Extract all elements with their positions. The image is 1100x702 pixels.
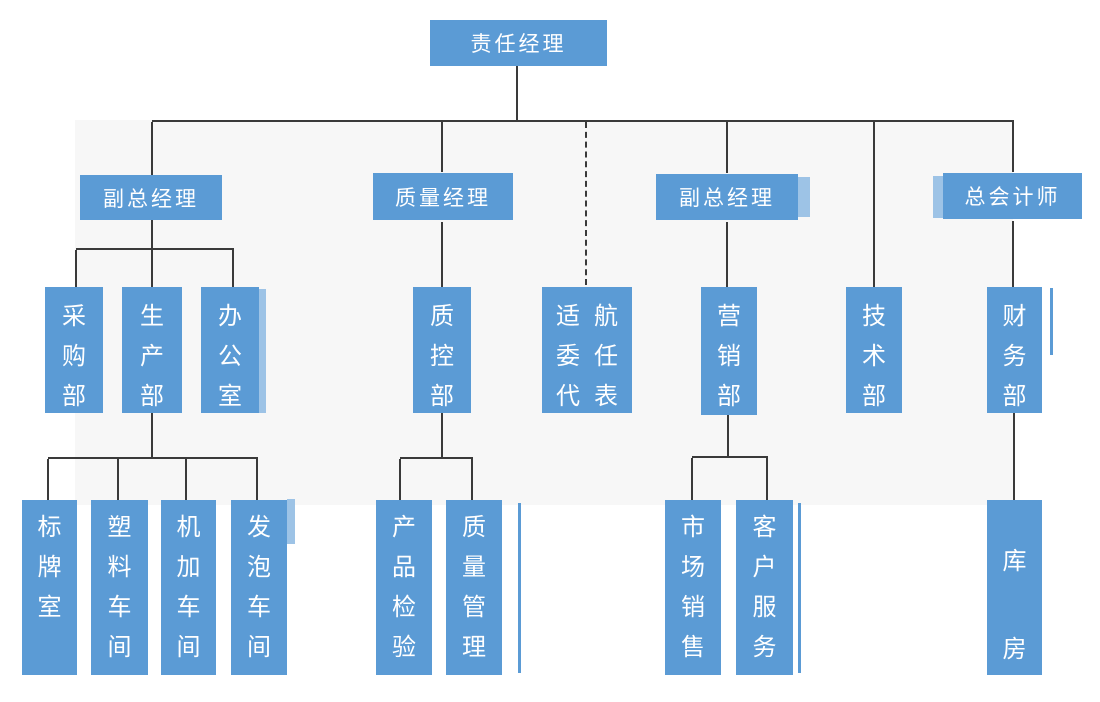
connector	[151, 220, 153, 248]
node-foaming-workshop[interactable]: 发 泡 车 间	[231, 500, 287, 675]
connector	[441, 222, 443, 287]
node-label: 副总经理	[679, 187, 775, 210]
connector	[692, 456, 768, 458]
connector	[399, 459, 401, 500]
connector	[185, 459, 187, 500]
node-label-col2: 航 任 表	[594, 303, 618, 410]
connector	[726, 222, 728, 287]
connector	[75, 250, 77, 287]
connector	[400, 457, 473, 459]
ghost-shape-accent	[933, 176, 943, 218]
connector	[727, 415, 729, 456]
node-chief-accountant[interactable]: 总会计师	[943, 173, 1082, 219]
connector	[1013, 413, 1015, 500]
accent-line	[1050, 288, 1053, 355]
node-customer-service[interactable]: 客 户 服 务	[736, 500, 793, 675]
node-root[interactable]: 责任经理	[430, 20, 607, 66]
connector	[1012, 122, 1014, 172]
node-label: 技 术 部	[862, 303, 886, 410]
node-office[interactable]: 办 公 室	[201, 287, 259, 413]
node-label: 标 牌 室	[37, 514, 62, 621]
node-label-col1: 适 委 代	[556, 303, 580, 410]
node-production[interactable]: 生 产 部	[122, 287, 182, 413]
connector	[516, 66, 518, 121]
node-label: 质 量 管 理	[462, 514, 486, 661]
node-label: 产 品 检 验	[392, 514, 416, 661]
connector	[873, 122, 875, 287]
connector	[76, 248, 234, 250]
connector	[441, 122, 443, 172]
node-label: 库 房	[1002, 548, 1027, 663]
node-label: 办 公 室	[218, 303, 242, 410]
connector	[726, 122, 728, 173]
node-label: 生 产 部	[140, 303, 164, 410]
node-sign-room[interactable]: 标 牌 室	[22, 500, 77, 675]
connector	[151, 122, 153, 175]
connector	[152, 120, 1014, 122]
node-label: 市 场 销 售	[681, 514, 705, 661]
accent-line	[798, 503, 801, 673]
node-label: 采 购 部	[62, 303, 86, 410]
connector	[1012, 221, 1014, 287]
node-label: 客 户 服 务	[752, 514, 777, 661]
connector	[151, 413, 153, 457]
node-machining-workshop[interactable]: 机 加 车 间	[161, 500, 216, 675]
node-label-columns: 适 委 代 航 任 表	[542, 287, 632, 417]
connector-dashed	[585, 122, 587, 285]
node-deputy-gm-right[interactable]: 副总经理	[656, 174, 798, 220]
connector	[471, 459, 473, 500]
ghost-shape-accent	[259, 289, 266, 413]
connector	[441, 413, 443, 457]
node-finance[interactable]: 财 务 部	[987, 287, 1042, 413]
ghost-shape-accent	[798, 177, 810, 217]
connector	[47, 459, 49, 500]
node-deputy-gm-left[interactable]: 副总经理	[80, 175, 222, 220]
node-label: 质 控 部	[430, 303, 454, 410]
connector	[766, 458, 768, 500]
node-airworthiness-delegate[interactable]: 适 委 代 航 任 表	[542, 287, 632, 413]
node-purchasing[interactable]: 采 购 部	[45, 287, 103, 413]
node-label: 副总经理	[103, 187, 199, 211]
node-label: 塑 料 车 间	[107, 514, 132, 661]
connector	[691, 458, 693, 500]
node-label: 财 务 部	[1002, 303, 1027, 410]
node-quality-management[interactable]: 质 量 管 理	[446, 500, 502, 675]
node-label: 总会计师	[964, 186, 1061, 209]
node-technology[interactable]: 技 术 部	[846, 287, 902, 413]
node-quality-manager[interactable]: 质量经理	[373, 173, 513, 220]
node-marketing[interactable]: 营 销 部	[701, 287, 757, 415]
connector	[117, 459, 119, 500]
connector	[48, 457, 258, 459]
node-label: 机 加 车 间	[176, 514, 201, 661]
node-quality-control[interactable]: 质 控 部	[413, 287, 471, 413]
node-label: 营 销 部	[717, 303, 741, 410]
connector	[232, 250, 234, 287]
connector	[151, 250, 153, 287]
node-label: 质量经理	[395, 186, 491, 210]
ghost-shape-accent	[287, 499, 295, 544]
node-product-inspection[interactable]: 产 品 检 验	[376, 500, 432, 675]
node-label: 责任经理	[470, 33, 567, 56]
node-market-sales[interactable]: 市 场 销 售	[665, 500, 721, 675]
accent-line	[518, 503, 521, 673]
node-label: 发 泡 车 间	[247, 514, 271, 661]
node-plastic-workshop[interactable]: 塑 料 车 间	[91, 500, 148, 675]
connector	[256, 459, 258, 500]
node-warehouse[interactable]: 库 房	[987, 500, 1042, 675]
